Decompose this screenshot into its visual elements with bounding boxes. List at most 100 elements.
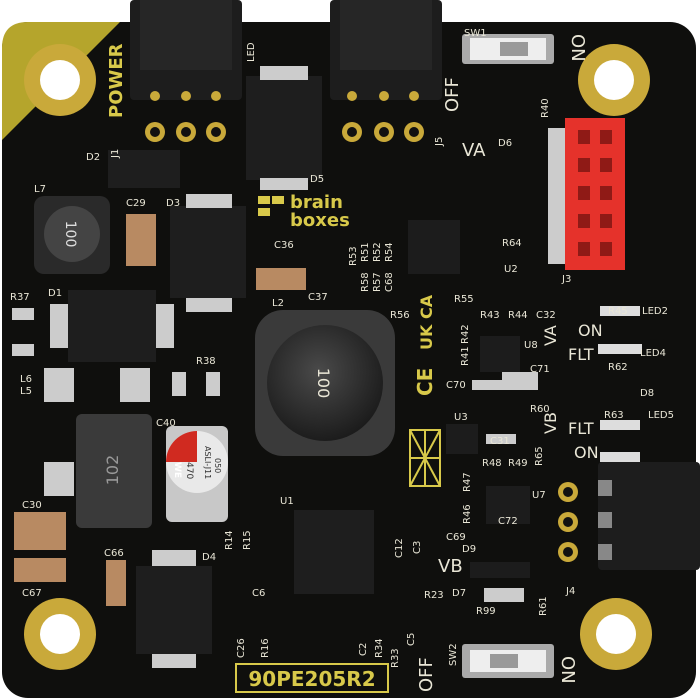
refdes: U2 [504, 264, 518, 275]
refdes: R43 [480, 310, 500, 321]
refdes: D5 [310, 174, 324, 185]
va-side-label: VA [541, 325, 560, 346]
refdes: R52 [372, 242, 383, 262]
diodes [50, 66, 374, 668]
refdes: R99 [476, 606, 496, 617]
refdes: J1 [110, 149, 121, 159]
refdes: C5 [406, 633, 417, 646]
refdes: J4 [565, 586, 575, 597]
cap-marking-0: WE [172, 462, 182, 478]
refdes: D6 [498, 138, 512, 149]
refdes: R41 [460, 346, 471, 366]
refdes: C68 [384, 272, 395, 292]
power-label: POWER [106, 43, 127, 118]
refdes: R58 [360, 272, 371, 292]
on-label-top: ON [567, 34, 588, 62]
refdes: R61 [538, 596, 549, 616]
refdes: U7 [532, 490, 546, 501]
inductor-l7: 100 [34, 196, 110, 274]
refdes: D7 [452, 588, 466, 599]
refdes: R23 [424, 590, 444, 601]
refdes: U8 [524, 340, 538, 351]
refdes: U3 [454, 412, 468, 423]
inductor-marking: 100 [314, 368, 333, 399]
refdes: C71 [530, 364, 550, 375]
refdes: C72 [498, 516, 518, 527]
refdes: C26 [236, 638, 247, 658]
reference-designators: J1 D2 L7 C29 D3 D5 J5 D6 R40 C36 C37 L2 … [10, 28, 674, 668]
refdes: J5 [434, 137, 445, 147]
inductor-main: 100 [255, 310, 395, 456]
refdes: R64 [502, 238, 522, 249]
refdes: R63 [604, 410, 624, 421]
refdes: R49 [508, 458, 528, 469]
refdes: D3 [166, 198, 180, 209]
brand-brain: brain [290, 192, 343, 213]
switch-sw2 [462, 644, 554, 678]
refdes: R15 [242, 530, 253, 550]
refdes: R33 [390, 648, 401, 668]
vb-side-label: VB [541, 412, 560, 434]
refdes: C37 [308, 292, 328, 303]
refdes: R37 [10, 292, 30, 303]
refdes: R62 [608, 362, 628, 373]
refdes: SW2 [448, 643, 459, 666]
brand-boxes: boxes [290, 210, 350, 231]
refdes: R44 [508, 310, 528, 321]
refdes: R53 [348, 246, 359, 266]
refdes: LED [246, 42, 257, 62]
refdes: LED4 [640, 348, 666, 359]
brainboxes-logo: brain boxes [258, 192, 350, 231]
refdes: C70 [446, 380, 466, 391]
refdes: R45 [608, 306, 628, 317]
inductor-102: 102 [76, 414, 152, 528]
refdes: R48 [482, 458, 502, 469]
connector-j5 [330, 0, 442, 142]
refdes: R47 [462, 472, 473, 492]
refdes: LED5 [648, 410, 674, 421]
ce-mark: CE [413, 368, 437, 396]
refdes: R54 [384, 242, 395, 262]
refdes: R51 [360, 242, 371, 262]
vb-flt-label: FLT [568, 419, 594, 438]
uk-flag-icon [409, 429, 441, 487]
connector-j4 [558, 462, 700, 570]
refdes: C36 [274, 240, 294, 251]
ukca-mark: UK CA [417, 294, 436, 350]
refdes: C2 [358, 643, 369, 656]
on-label-bottom: ON [557, 656, 578, 684]
va-on-label: ON [578, 321, 603, 340]
va-flt-label: FLT [568, 345, 594, 364]
refdes: D2 [86, 152, 100, 163]
refdes: R60 [530, 404, 550, 415]
cap-marking-3: 050 [213, 458, 222, 473]
off-label-top: OFF [442, 77, 463, 112]
refdes: R16 [260, 638, 271, 658]
refdes: D9 [462, 544, 476, 555]
inductor-l7-marking: 100 [62, 221, 78, 248]
inductor-102-marking: 102 [103, 455, 122, 486]
refdes: R56 [390, 310, 410, 321]
refdes: J3 [561, 274, 571, 285]
refdes: L6 [20, 374, 32, 385]
refdes: C3 [412, 541, 423, 554]
refdes: C30 [22, 500, 42, 511]
part-number: 90PE205R2 [248, 667, 375, 691]
cap-marking-2: ASLI-J11 [203, 446, 212, 479]
refdes: R57 [372, 272, 383, 292]
refdes: U1 [280, 496, 294, 507]
passive-components [12, 214, 642, 606]
refdes: L2 [272, 298, 284, 309]
refdes: C66 [104, 548, 124, 559]
refdes: R14 [224, 530, 235, 550]
refdes: C29 [126, 198, 146, 209]
refdes: C6 [252, 588, 265, 599]
vb-on-label: ON [574, 443, 599, 462]
refdes: R55 [454, 294, 474, 305]
refdes: C40 [156, 418, 176, 429]
off-label-bottom: OFF [416, 657, 437, 692]
refdes: C67 [22, 588, 42, 599]
refdes: C12 [394, 538, 405, 558]
refdes: D8 [640, 388, 654, 399]
cap-marking-1: 470 [184, 462, 194, 479]
